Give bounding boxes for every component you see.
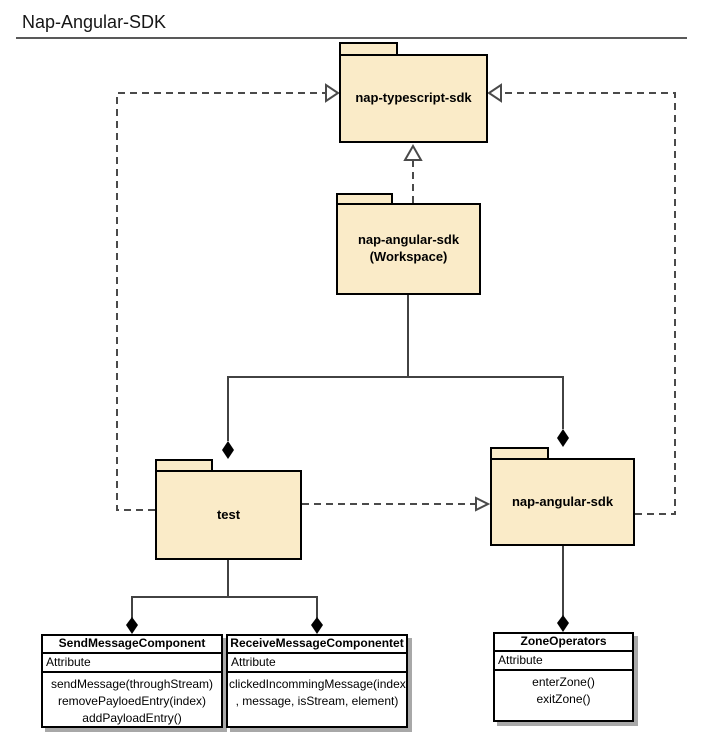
edge-workspace-to-typescript-sdk[interactable] [403,143,423,203]
package-label: test [155,470,302,560]
class-name: ReceiveMessageComponentet [228,636,406,654]
method-item: enterZone() [532,675,595,689]
edge-angular-sdk-to-zone-operators[interactable] [557,546,569,632]
open-triangle-arrowhead-icon [325,83,340,103]
page-title: Nap-Angular-SDK [22,12,167,32]
method-item: sendMessage(throughStream) [50,677,214,691]
open-triangle-arrowhead-icon [403,143,423,161]
edge-workspace-compositions[interactable] [222,295,569,459]
composition-diamond-icon [126,617,138,634]
composition-diamond-icon [557,429,569,447]
package-label: nap-angular-sdk (Workspace) [336,203,481,295]
composition-diamond-icon [557,615,569,632]
class-receive-message-component[interactable]: ReceiveMessageComponentet Attribute clic… [226,634,408,728]
package-label: nap-angular-sdk [490,458,635,546]
edge-test-compositions[interactable] [126,560,323,634]
package-label: nap-typescript-sdk [339,54,488,143]
edge-angular-sdk-to-typescript-sdk[interactable] [487,83,676,515]
composition-diamond-icon [222,441,234,459]
title-underline [16,37,687,39]
composition-diamond-icon [311,617,323,634]
class-attribute-row: Attribute [228,654,406,673]
open-triangle-arrowhead-icon [475,496,491,512]
edge-test-to-typescript-sdk[interactable] [116,83,340,511]
class-name: ZoneOperators [495,634,632,652]
method-item: exitZone() [536,692,591,706]
class-attribute-row: Attribute [495,652,632,671]
method-item: , message, isStream, element) [235,694,399,708]
class-methods: enterZone() exitZone() [495,671,632,711]
class-attribute-row: Attribute [43,654,221,673]
class-zone-operators[interactable]: ZoneOperators Attribute enterZone() exit… [493,632,634,722]
method-item: clickedIncommingMessage(index [229,677,406,691]
class-methods: sendMessage(throughStream) removePayloed… [43,673,221,730]
open-triangle-arrowhead-icon [487,83,502,103]
workspace-label-line1: nap-angular-sdk [357,232,460,248]
edge-test-to-angular-sdk[interactable] [302,496,491,512]
method-item: addPayloadEntry() [82,711,182,725]
class-send-message-component[interactable]: SendMessageComponent Attribute sendMessa… [41,634,223,728]
method-item: removePayloedEntry(index) [57,694,207,708]
workspace-label-line2: (Workspace) [369,249,448,264]
class-methods: clickedIncommingMessage(index , message,… [228,673,406,713]
class-name: SendMessageComponent [43,636,221,654]
